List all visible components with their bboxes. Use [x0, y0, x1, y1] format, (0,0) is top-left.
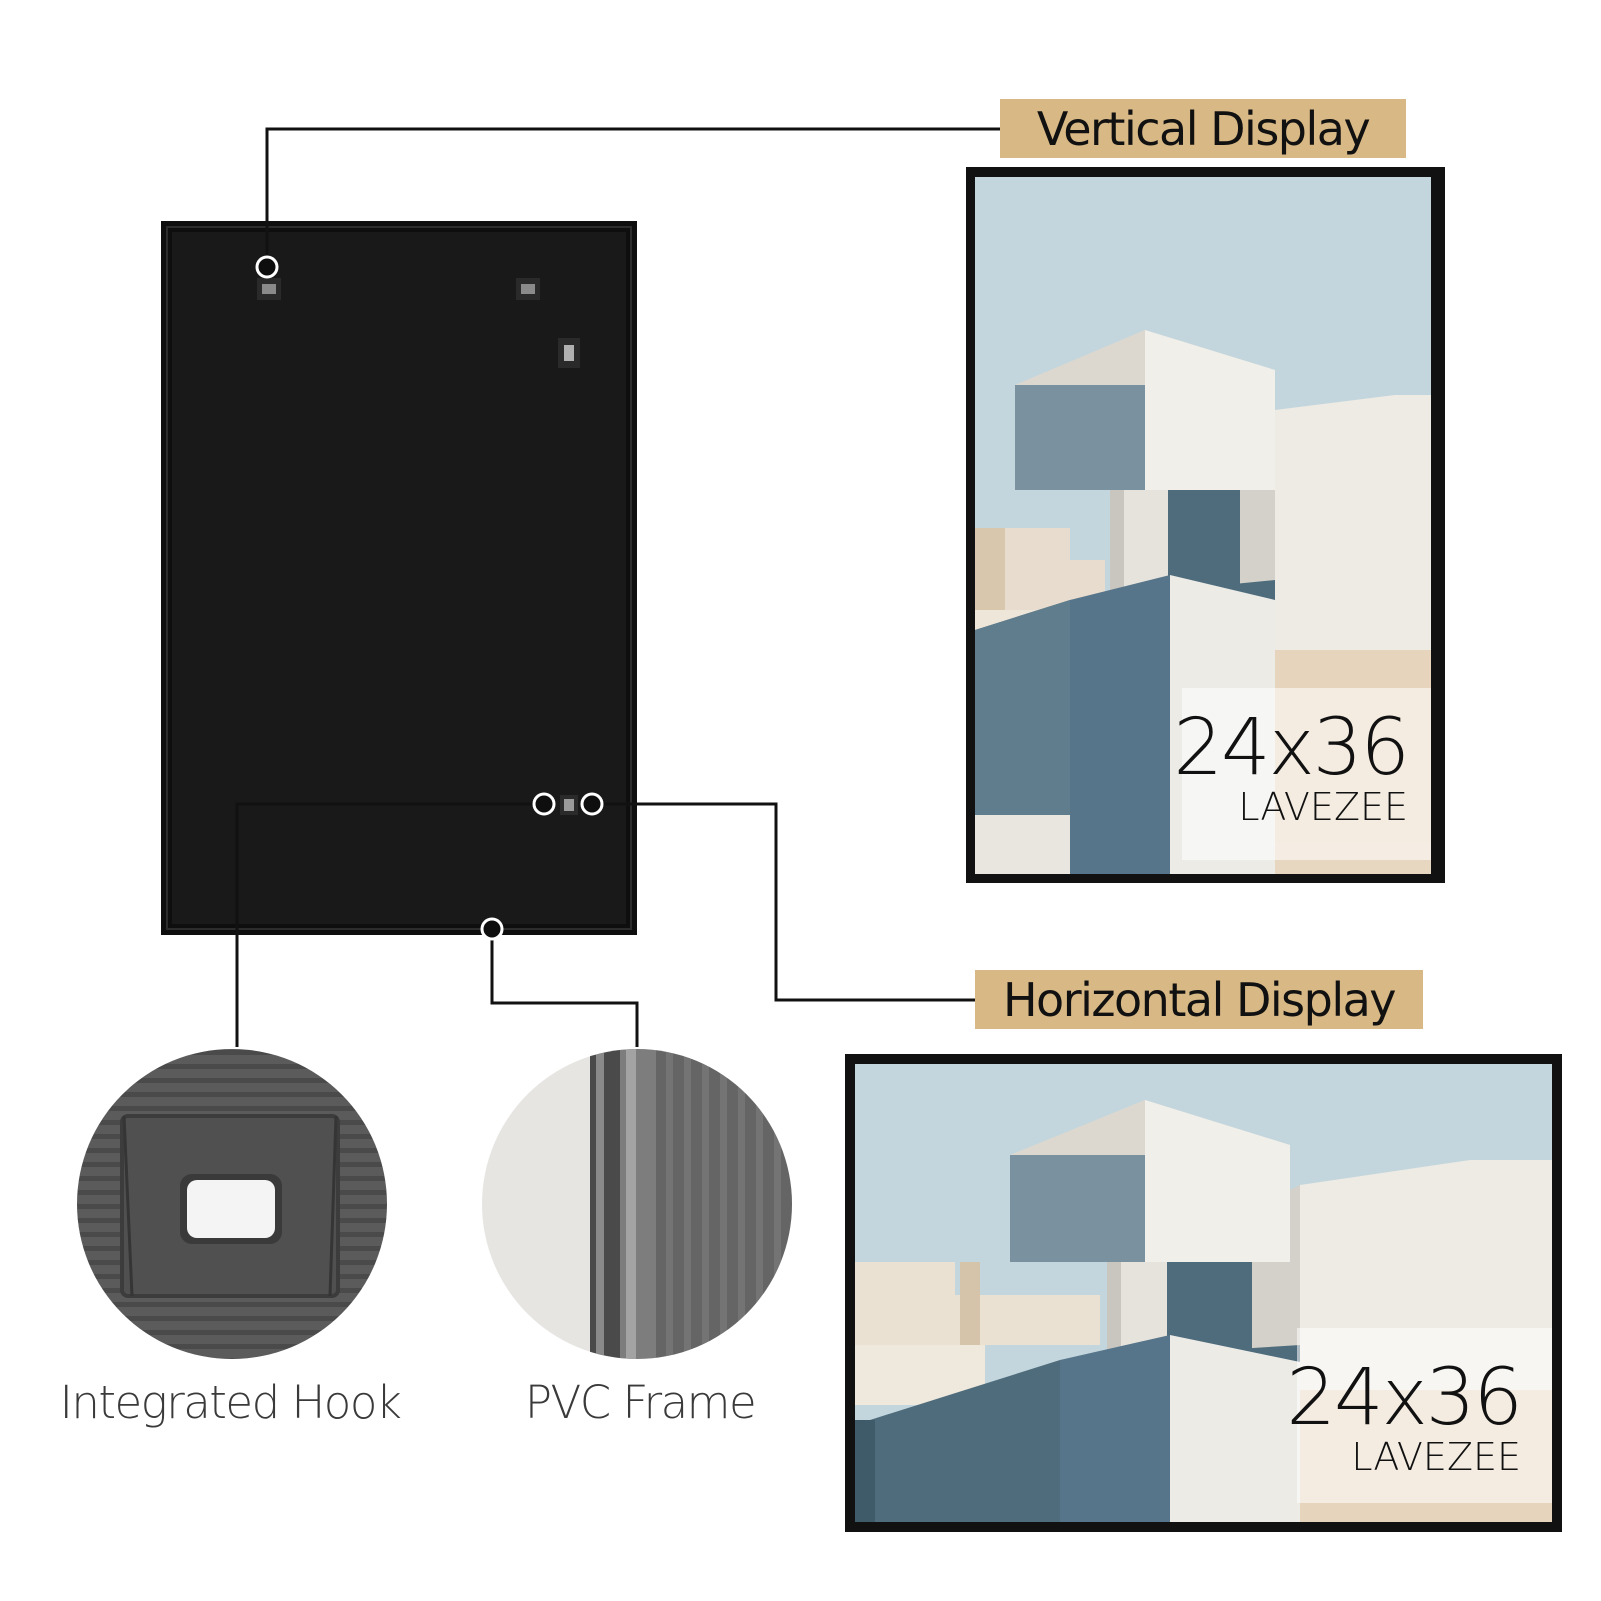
- horizontal-display-tag-bg: [975, 970, 1423, 1029]
- vertical-poster-label: 24x36 LAVEZEE: [1173, 703, 1410, 829]
- integrated-hook-detail-image: [77, 1049, 387, 1359]
- vertical-poster-brand: LAVEZEE: [1238, 785, 1408, 829]
- horizontal-poster-label: 24x36 LAVEZEE: [1286, 1353, 1523, 1479]
- pvc-frame-caption: PVC Frame: [524, 1376, 757, 1429]
- connector-vertical-display: [265, 127, 1000, 267]
- frame-back-board: [161, 221, 637, 935]
- connector-horizontal-display: [593, 802, 975, 1002]
- vertical-poster: [966, 167, 1445, 883]
- back-hook-slot-right: [558, 338, 580, 368]
- connector-pvc: [490, 929, 639, 1047]
- horizontal-poster-brand: LAVEZEE: [1351, 1435, 1521, 1479]
- horizontal-poster-size: 24x36: [1286, 1353, 1523, 1443]
- vertical-display-tag: Vertical Display: [1036, 101, 1371, 156]
- marker-dot-bottom-left: [532, 792, 556, 816]
- connector-hook: [235, 802, 540, 1047]
- vertical-poster-size: 24x36: [1173, 703, 1410, 793]
- marker-dot-top-hook: [255, 255, 279, 279]
- horizontal-display-tag: Horizontal Display: [1002, 972, 1397, 1027]
- connector-lines: [235, 127, 1000, 1047]
- horizontal-poster: [845, 1054, 1562, 1532]
- pvc-frame-detail-image: [482, 1049, 792, 1359]
- marker-dot-frame-edge: [480, 917, 504, 941]
- vertical-display-tag-bg: [1000, 99, 1406, 158]
- back-hook-slot-top-right: [516, 278, 540, 300]
- marker-dot-bottom-right: [580, 792, 604, 816]
- integrated-hook-caption: Integrated Hook: [59, 1376, 402, 1429]
- back-hook-slot-top-left: [257, 278, 281, 300]
- back-hook-slot-bottom: [560, 795, 578, 815]
